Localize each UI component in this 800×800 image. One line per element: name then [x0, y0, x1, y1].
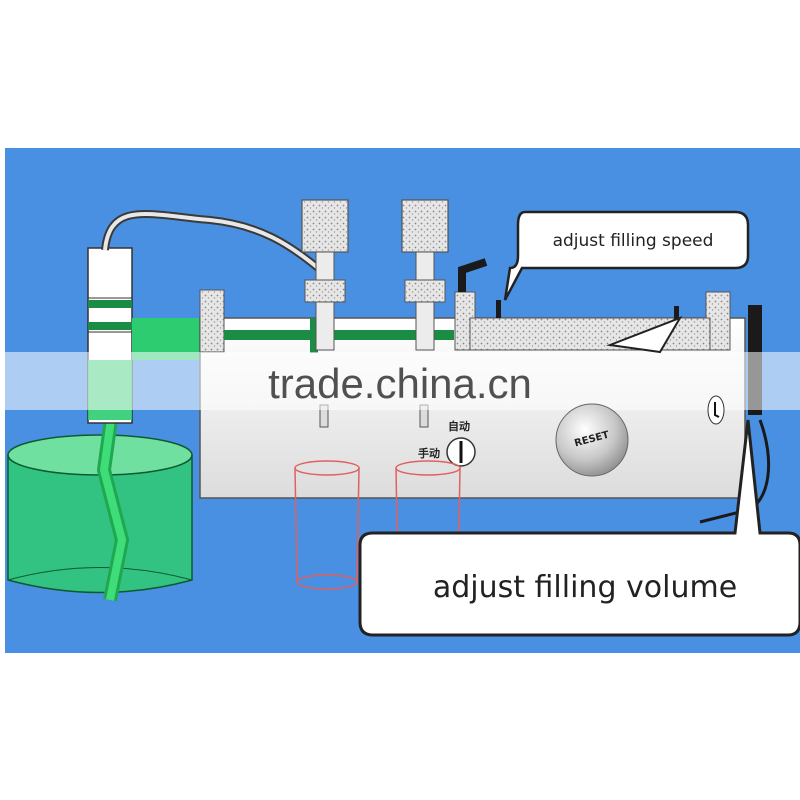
volume-adjust-pin[interactable] — [674, 306, 679, 322]
callout-volume: adjust filling volume — [358, 419, 800, 637]
auto-manual-switch[interactable] — [446, 437, 476, 467]
reset-knob[interactable]: RESET — [555, 403, 629, 477]
switch-auto-label: 自动 — [448, 419, 470, 433]
filling-head-2 — [401, 199, 449, 428]
callout-pointer — [606, 316, 683, 354]
watermark-text: trade.china.cn — [268, 360, 532, 407]
filling-head-1 — [301, 199, 349, 428]
callout-speed-text: adjust filling speed — [553, 231, 714, 251]
callout-speed: adjust filling speed — [503, 210, 750, 301]
supply-bucket — [7, 434, 193, 594]
callout-volume-text: adjust filling volume — [433, 570, 737, 605]
speed-lever-icon[interactable] — [458, 258, 488, 292]
output-cup-1 — [294, 460, 360, 590]
switch-manual-label: 手动 — [418, 446, 440, 460]
speed-adjust-pin[interactable] — [496, 300, 501, 318]
watermark-band — [0, 352, 800, 410]
